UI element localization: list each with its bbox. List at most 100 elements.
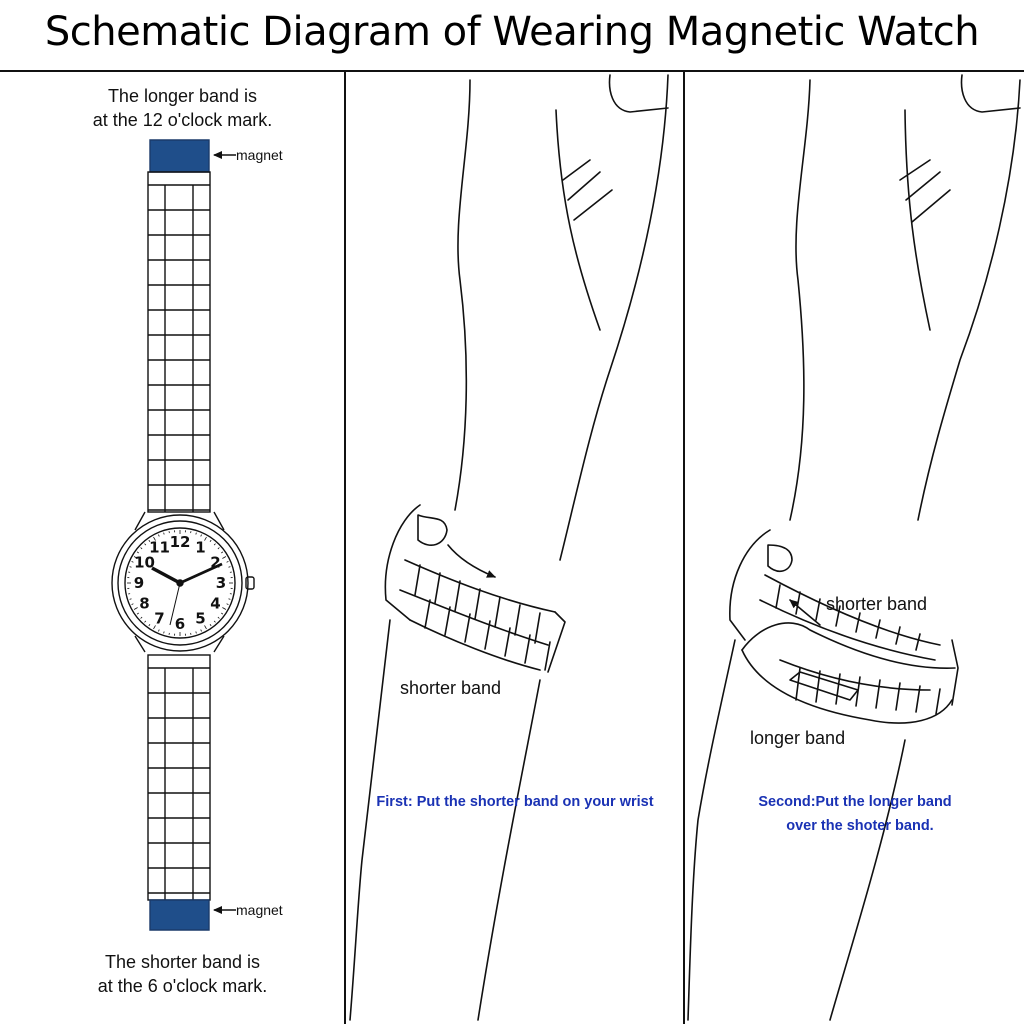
dial-number: 11 — [149, 539, 170, 557]
finger-lines-2 — [899, 159, 951, 223]
bottom-strap-links — [148, 667, 210, 900]
watch-crown — [245, 576, 255, 590]
bottom-strap-outline — [147, 654, 211, 901]
magnet-label-top: magnet — [236, 147, 283, 163]
dial-number: 8 — [139, 595, 149, 613]
dial-tick — [228, 566, 231, 568]
band-link-mark — [795, 591, 801, 615]
band-link-mark — [524, 634, 531, 664]
dial-tick — [221, 612, 224, 615]
dial-number: 7 — [154, 610, 164, 628]
dial-number: 3 — [216, 574, 226, 592]
step2-longer-label: longer band — [750, 728, 846, 748]
top-band-note-line2: at the 12 o'clock mark. — [92, 110, 273, 130]
band-link-mark — [855, 676, 861, 707]
band-link-mark — [484, 620, 491, 650]
dial-tick — [131, 603, 134, 605]
dial-tick — [133, 556, 138, 559]
dial-number: 9 — [134, 574, 144, 592]
dial-tick — [222, 556, 227, 559]
short-band-edge-b — [759, 599, 936, 661]
dial-tick — [163, 631, 165, 634]
dial-number: 12 — [170, 533, 191, 551]
band-link-mark — [775, 584, 781, 609]
band-links-step1 — [414, 564, 551, 671]
band-link-mark — [464, 613, 471, 643]
diagram-title: Schematic Diagram of Wearing Magnetic Wa… — [44, 9, 980, 55]
watch-side-shape — [384, 504, 421, 621]
band-link-mark — [424, 599, 431, 629]
band-link-mark — [875, 619, 881, 639]
arm-lower-edge-left — [349, 619, 391, 1021]
band-link-mark — [544, 641, 551, 671]
band-edge-b — [399, 589, 549, 646]
dial-tick — [209, 624, 212, 627]
step2-instruction-line1: Second:Put the longer band — [758, 794, 952, 810]
buckle-shape — [417, 514, 448, 546]
bottom-lugs — [134, 635, 225, 653]
watch-case-outer — [111, 514, 249, 652]
dial-tick — [163, 532, 165, 535]
step1-instruction: First: Put the shorter band on your wris… — [376, 794, 654, 810]
arm2-lower-edge-left — [687, 639, 736, 1021]
band-link-mark — [504, 627, 511, 657]
dial-tick — [222, 607, 227, 610]
dial-tick — [195, 631, 197, 634]
dial-tick — [153, 536, 156, 541]
dial-tick — [195, 532, 197, 535]
band-link-mark — [444, 606, 451, 636]
band-link-mark — [935, 688, 941, 715]
long-band-cutout — [789, 671, 859, 701]
dial-tick — [136, 612, 139, 615]
dial-tick — [221, 551, 224, 554]
panel-frame — [0, 70, 1024, 1024]
dial-tick — [153, 625, 156, 630]
arm-right-edge-top — [559, 74, 669, 561]
dial-tick — [136, 551, 139, 554]
dial-tick — [200, 534, 202, 537]
hour-hand — [151, 566, 181, 585]
top-strap-links — [148, 184, 210, 512]
band-link-mark — [895, 626, 901, 645]
band-link-mark — [895, 682, 901, 711]
band2-tip — [951, 639, 959, 706]
second-hand — [169, 582, 181, 626]
bottom-band-note-line1: The shorter band is — [104, 952, 261, 972]
dial-tick — [209, 539, 212, 542]
long-band-edge-a — [741, 622, 956, 669]
band-link-mark — [855, 612, 861, 633]
fingernail — [608, 74, 669, 113]
dial-tick — [226, 561, 229, 563]
dial-number: 6 — [175, 615, 185, 633]
arm-upper-edge — [454, 79, 471, 511]
watch-dial — [124, 527, 236, 639]
band-link-mark — [534, 612, 541, 644]
dial-tick — [200, 629, 202, 632]
band-link-mark — [494, 596, 501, 628]
band-link-mark — [875, 679, 881, 709]
top-band-note-line1: The longer band is — [107, 86, 258, 106]
band-link-mark — [915, 633, 921, 651]
band-edge-c — [409, 619, 541, 671]
dial-tick — [204, 625, 207, 630]
band-edge-a — [404, 559, 556, 613]
long-band-edge-b — [741, 649, 953, 724]
dial-tick — [217, 547, 220, 550]
band-link-mark — [835, 673, 841, 705]
step2-shorter-label: shorter band — [826, 594, 928, 614]
dial-tick — [226, 603, 229, 605]
long-band-edge-c — [779, 659, 931, 691]
arm2-right-edge-top — [917, 79, 1021, 521]
overlap-arrow — [789, 599, 821, 626]
dial-tick — [144, 543, 147, 546]
band-link-mark — [795, 667, 801, 701]
dial-number: 2 — [210, 554, 220, 572]
watch-case-inner — [117, 520, 243, 646]
dial-tick — [158, 534, 160, 537]
hands-pivot — [176, 579, 184, 587]
dial-tick — [133, 607, 138, 610]
arm2-upper-edge — [789, 79, 811, 521]
dial-tick — [129, 598, 132, 600]
fingernail-2 — [960, 74, 1021, 113]
